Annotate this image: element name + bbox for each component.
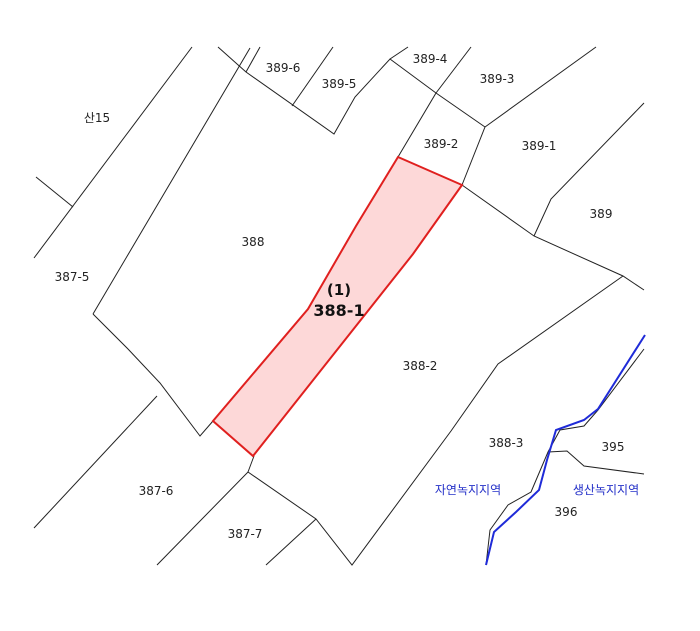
boundary-line <box>265 518 317 566</box>
boundary-line <box>397 92 437 158</box>
boundary-line <box>461 126 486 186</box>
boundary-line <box>92 47 251 315</box>
subject-parcel-label: 388-1 <box>313 301 364 320</box>
boundary-line <box>33 395 158 529</box>
parcel-label-387-6: 387-6 <box>139 484 174 498</box>
parcel-label-395: 395 <box>602 440 625 454</box>
boundary-line <box>389 46 409 60</box>
boundary-line <box>245 46 261 73</box>
parcel-label-389-6: 389-6 <box>266 61 301 75</box>
parcel-label-396: 396 <box>555 505 578 519</box>
zone-label-production-green: 생산녹지지역 <box>573 483 639 497</box>
subject-parcel-388-1[interactable] <box>211 155 464 458</box>
parcel-label-389-2: 389-2 <box>424 137 459 151</box>
parcel-label-389-1: 389-1 <box>522 139 557 153</box>
parcel-label-san15: 산15 <box>84 111 110 125</box>
boundary-line <box>547 450 645 475</box>
zoning-boundary-line <box>485 334 646 566</box>
boundary-line <box>291 46 334 107</box>
parcel-label-387-5: 387-5 <box>55 270 90 284</box>
boundary-line <box>533 102 645 237</box>
zone-label-natural-green: 자연녹지지역 <box>435 483 501 497</box>
parcel-label-388-3: 388-3 <box>489 436 524 450</box>
boundary-line <box>484 46 597 128</box>
parcel-label-388-2: 388-2 <box>403 359 438 373</box>
subject-parcel-number: (1) <box>327 281 351 299</box>
parcel-label-389-4: 389-4 <box>413 52 448 66</box>
parcel-label-387-7: 387-7 <box>228 527 263 541</box>
parcel-boundaries <box>33 46 645 566</box>
boundary-line <box>35 176 74 208</box>
parcel-label-389: 389 <box>590 207 613 221</box>
boundary-line <box>33 46 193 259</box>
parcel-labels: 산15 389-6 389-5 389-4 389-3 389-2 389-1 … <box>55 52 625 541</box>
boundary-line <box>247 455 255 473</box>
boundary-line <box>485 348 645 566</box>
parcel-label-389-5: 389-5 <box>322 77 357 91</box>
parcel-label-388: 388 <box>242 235 265 249</box>
boundary-line <box>461 184 645 291</box>
boundary-line <box>92 313 214 437</box>
boundary-line <box>435 46 472 94</box>
parcel-label-389-3: 389-3 <box>480 72 515 86</box>
